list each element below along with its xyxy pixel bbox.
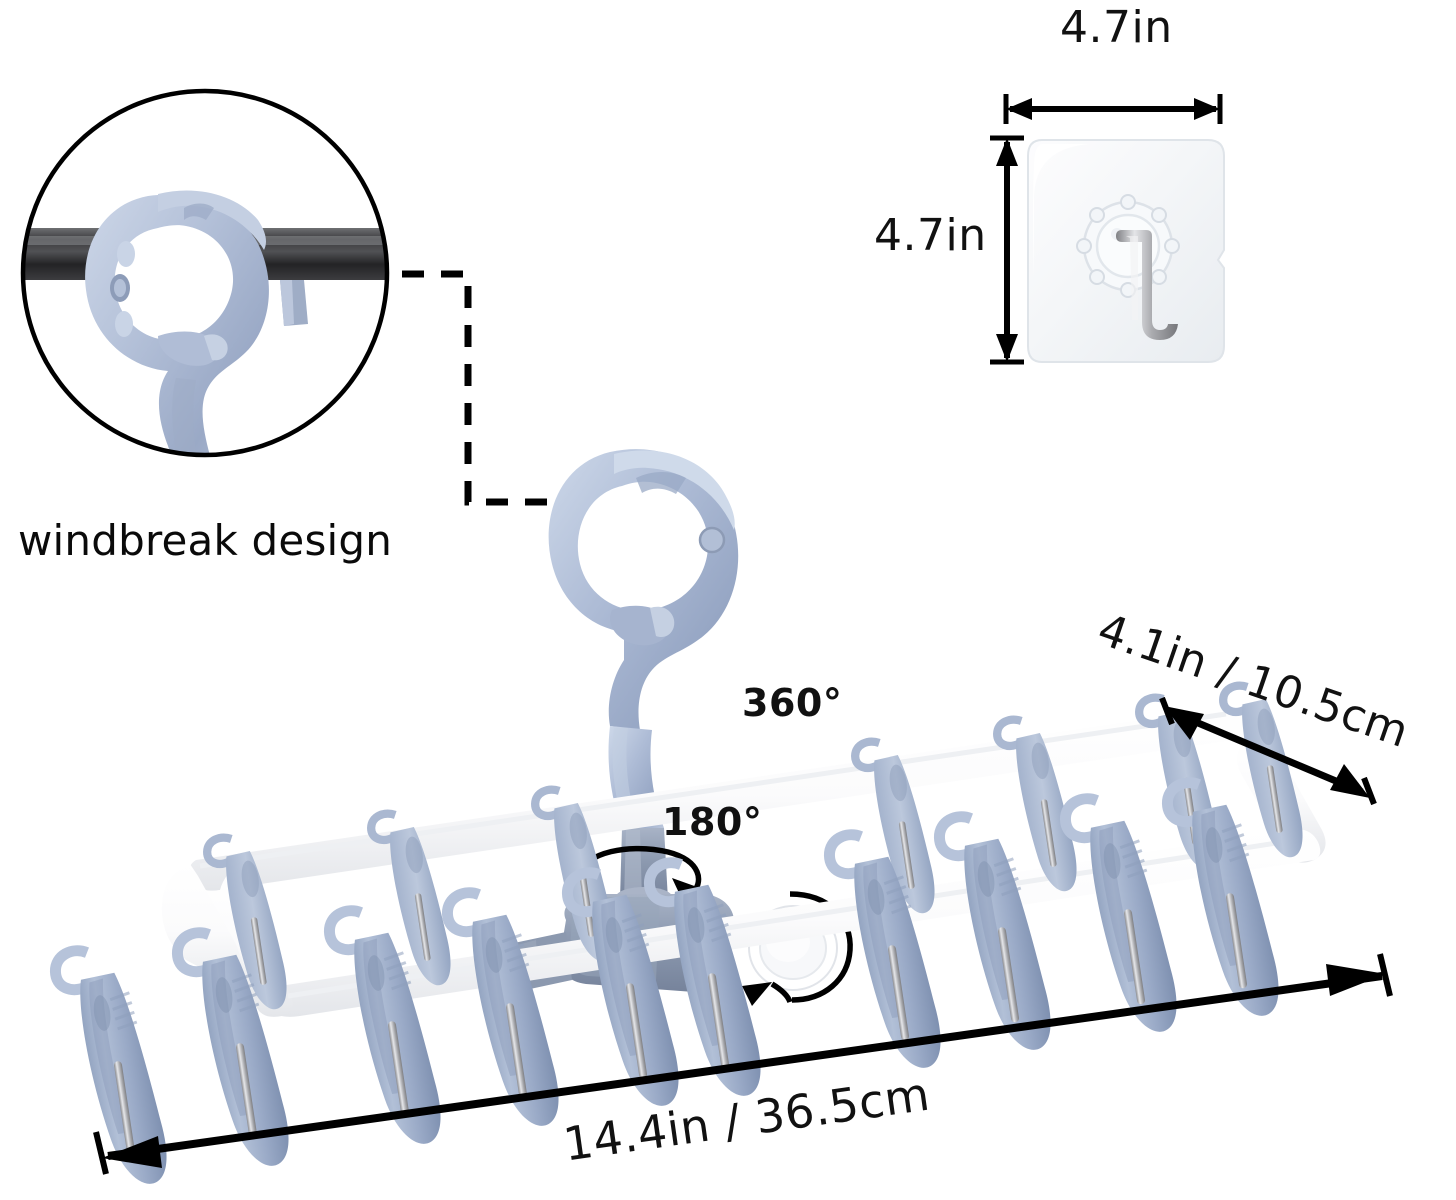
main-hook-icon: [548, 449, 739, 828]
clip: [441, 887, 559, 1126]
detail-circle-outline: [20, 88, 390, 458]
clip-hanger-illustration: [0, 360, 1380, 1184]
clip: [203, 833, 287, 1010]
clip: [561, 867, 679, 1106]
hook-width-arrow: [1003, 94, 1223, 124]
metal-j-hook-icon: [1116, 230, 1178, 340]
fold-180-arrowhead: [742, 982, 772, 1006]
windbreak-caption: windbreak design: [18, 516, 393, 565]
clip: [1161, 777, 1279, 1016]
clip: [171, 927, 289, 1166]
hook-height-label: 4.7in: [874, 210, 987, 261]
clip: [993, 715, 1077, 892]
fold-180-arrow: [789, 891, 853, 1003]
detail-scene: [23, 91, 387, 455]
clip: [933, 811, 1051, 1050]
clip: [1059, 793, 1177, 1032]
clip: [823, 829, 941, 1068]
windbreak-hook-icon: [85, 190, 269, 455]
depth-dimension-arrow: [1150, 690, 1390, 820]
scalloped-mount-icon: [1076, 194, 1180, 298]
width-dimension-arrow: [84, 950, 1414, 1180]
rotation-180-label: 180°: [662, 800, 763, 844]
rotation-360-label: 360°: [742, 681, 843, 725]
hook-width-label: 4.7in: [1060, 2, 1173, 53]
clip: [643, 857, 761, 1096]
clip: [851, 737, 935, 914]
clip: [323, 905, 441, 1144]
clip: [367, 809, 451, 986]
clip-row-front: [49, 777, 1279, 1184]
clip: [1219, 681, 1303, 858]
hook-stop-tab-icon: [280, 280, 308, 326]
adhesive-hook-dimension-group: [980, 78, 1250, 378]
windbreak-detail-callout: [8, 68, 428, 488]
clip: [49, 945, 167, 1184]
hook-height-arrow: [990, 135, 1024, 365]
